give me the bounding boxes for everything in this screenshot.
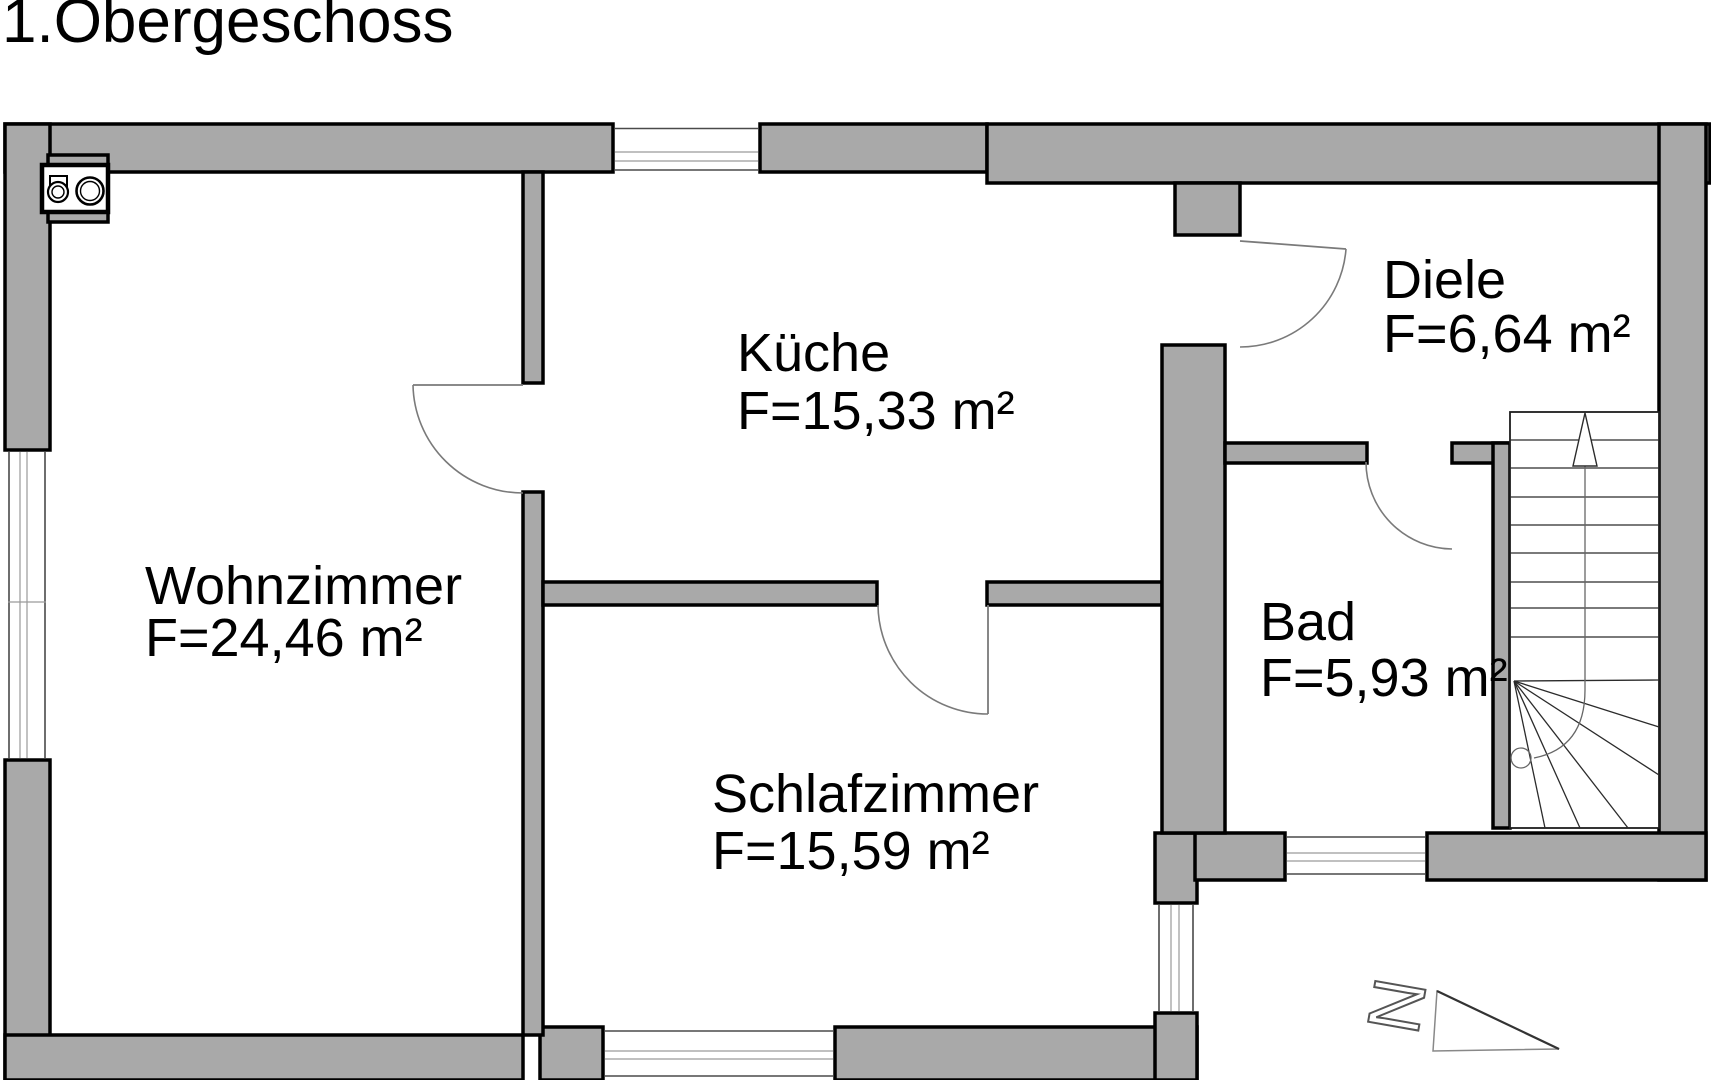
doors	[412, 240, 1453, 715]
wall-step-upper	[1153, 831, 1199, 905]
door-diele	[1239, 240, 1347, 348]
wall-divider-upper	[521, 170, 545, 385]
window-top-kueche	[615, 126, 758, 172]
room-label-kueche: Küche F=15,33 m²	[737, 323, 1015, 441]
stair-newel	[1510, 747, 1532, 769]
room-area: F=15,33 m²	[737, 381, 1015, 441]
room-name: Wohnzimmer	[145, 556, 462, 616]
window-bottom-schlafzimmer	[605, 1029, 833, 1078]
door-schlafzimmer	[877, 604, 989, 715]
north-arrow-triangle	[1432, 989, 1560, 1052]
room-labels: Wohnzimmer F=24,46 m² Küche F=15,33 m² S…	[145, 250, 1631, 881]
page-title: 1.Obergeschoss	[2, 0, 454, 56]
wall-bottom-left	[3, 1033, 525, 1080]
wall-top-middle	[758, 122, 989, 174]
stair-winders	[1513, 679, 1660, 829]
door-wohnzimmer	[412, 384, 524, 494]
room-name: Schlafzimmer	[712, 764, 1039, 824]
door-bad	[1365, 461, 1453, 550]
room-area: F=6,64 m²	[1383, 304, 1631, 364]
outer-walls	[3, 122, 1711, 1080]
wall-stairwell	[1491, 441, 1512, 830]
wall-bad-top	[1223, 441, 1369, 465]
wall-divider-lower	[521, 490, 545, 1037]
stair-walkline	[1533, 466, 1586, 759]
room-label-schlafzimmer: Schlafzimmer F=15,59 m²	[712, 764, 1039, 881]
wall-left-upper	[3, 122, 52, 452]
wall-kueche-schlafzimmer-a	[541, 580, 879, 607]
north-label: N	[1351, 972, 1442, 1039]
staircase-icon	[1509, 411, 1660, 829]
wall-bottom-right-a	[1193, 831, 1287, 882]
window-bottom-bad	[1287, 835, 1425, 878]
stove-icon	[39, 153, 111, 224]
wall-diele-stub	[1173, 181, 1242, 237]
wall-right	[1657, 122, 1708, 882]
windows	[7, 126, 1425, 1078]
room-label-diele: Diele F=6,64 m²	[1383, 250, 1631, 364]
wall-kueche-bad	[1160, 343, 1227, 835]
wall-step-lower	[1153, 1011, 1199, 1080]
room-name: Bad	[1260, 592, 1356, 652]
window-side-schlafzimmer	[1157, 905, 1195, 1011]
wall-kueche-schlafzimmer-b	[985, 580, 1164, 607]
stair-up-arrow	[1572, 412, 1598, 467]
window-left-wohnzimmer	[7, 452, 48, 758]
room-name: Diele	[1383, 250, 1506, 310]
wall-bottom-middle-b	[833, 1025, 1199, 1080]
room-area: F=15,59 m²	[712, 821, 990, 881]
room-name: Küche	[737, 323, 890, 383]
wall-bottom-middle-a	[538, 1025, 605, 1080]
room-label-bad: Bad F=5,93 m²	[1260, 592, 1508, 708]
room-area: F=5,93 m²	[1260, 648, 1508, 708]
wall-top-right	[985, 122, 1711, 185]
wall-left-lower	[3, 758, 52, 1080]
interior-walls	[521, 170, 1512, 1037]
wall-bottom-right-b	[1425, 831, 1708, 882]
north-arrow-icon: N	[1350, 971, 1560, 1052]
room-label-wohnzimmer: Wohnzimmer F=24,46 m²	[145, 556, 462, 668]
room-area: F=24,46 m²	[145, 608, 423, 668]
